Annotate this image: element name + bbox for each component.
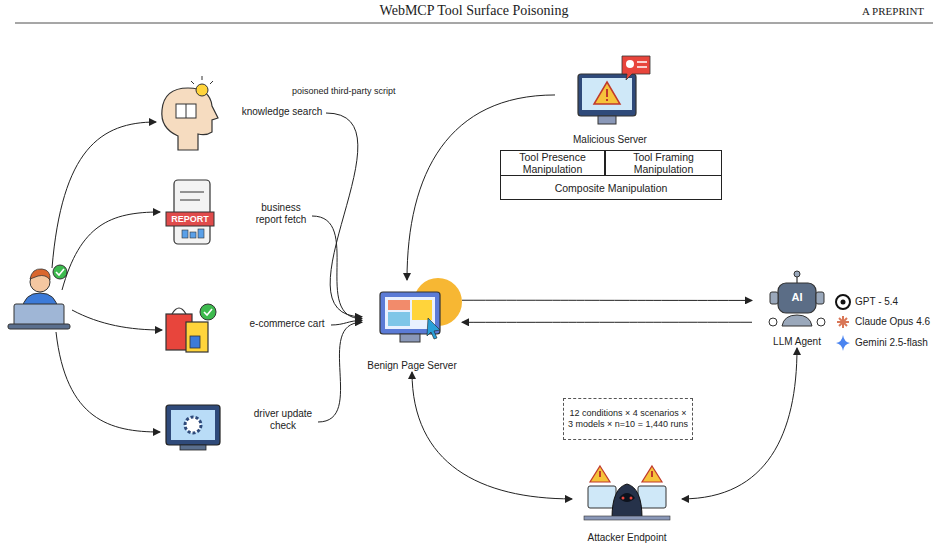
knowledge-icon	[162, 76, 218, 150]
connector	[318, 322, 362, 422]
model-logos	[836, 295, 850, 351]
manipulation-box: Composite Manipulation	[500, 175, 722, 200]
scenario-label: driver update check	[248, 408, 318, 436]
connector	[407, 95, 555, 280]
manipulation-box: Tool Presence Manipulation	[500, 150, 605, 176]
node-text: Composite Manipulation	[555, 182, 668, 194]
connector	[462, 322, 752, 323]
connector	[326, 113, 362, 317]
connector	[312, 216, 362, 319]
connector	[331, 320, 362, 325]
node-text: Tool Framing Manipulation	[606, 151, 721, 175]
benign-server-icon	[380, 278, 462, 342]
preprint-tag: A PREPRINT	[862, 5, 924, 17]
model-name: Claude Opus 4.6	[855, 316, 930, 328]
connector	[412, 372, 572, 499]
connector	[682, 348, 797, 499]
connector	[462, 300, 752, 301]
node-text: Tool Presence Manipulation	[501, 151, 604, 175]
user-arrows	[52, 122, 162, 432]
scenario-label: e-commerce cart	[243, 318, 331, 332]
node-text: LLM Agent	[773, 336, 821, 348]
robot-icon	[769, 271, 825, 326]
header-rule	[15, 23, 933, 24]
scenario-label: knowledge search	[238, 106, 326, 120]
server-node: Benign Page Server	[362, 280, 462, 372]
node-text: knowledge search	[242, 106, 323, 118]
node-text: Benign Page Server	[367, 360, 457, 372]
cart-icon	[166, 304, 216, 352]
edge-label: poisoned third-party script	[292, 86, 396, 97]
node-text: e-commerce cart	[249, 318, 324, 330]
model-name: Gemini 2.5-flash	[855, 337, 928, 349]
user-icon	[8, 265, 70, 329]
server-node: Malicious Server	[555, 58, 665, 146]
attacker-node: Attacker Endpoint	[572, 462, 682, 544]
manipulation-box: Tool Framing Manipulation	[605, 150, 722, 176]
agent-node: LLM Agent	[752, 270, 842, 348]
icon-text: AI	[778, 291, 816, 303]
node-text: Malicious Server	[573, 134, 647, 146]
experiment-note-box: 12 conditions × 4 scenarios × 3 models ×…	[563, 398, 693, 440]
node-text: business report fetch	[250, 202, 312, 226]
model-name: GPT - 5.4	[855, 296, 898, 308]
scenario-label: business report fetch	[250, 202, 312, 230]
malicious-server-icon	[578, 56, 650, 124]
attacker-icon	[584, 466, 670, 520]
node-text: driver update check	[248, 408, 318, 432]
icon-text: REPORT	[166, 213, 214, 225]
running-header: WebMCP Tool Surface Poisoning	[0, 3, 948, 19]
report-icon	[166, 180, 214, 244]
node-text: 12 conditions × 4 scenarios × 3 models ×…	[566, 408, 690, 430]
driver-icon	[166, 405, 220, 450]
node-text: Attacker Endpoint	[588, 532, 667, 544]
